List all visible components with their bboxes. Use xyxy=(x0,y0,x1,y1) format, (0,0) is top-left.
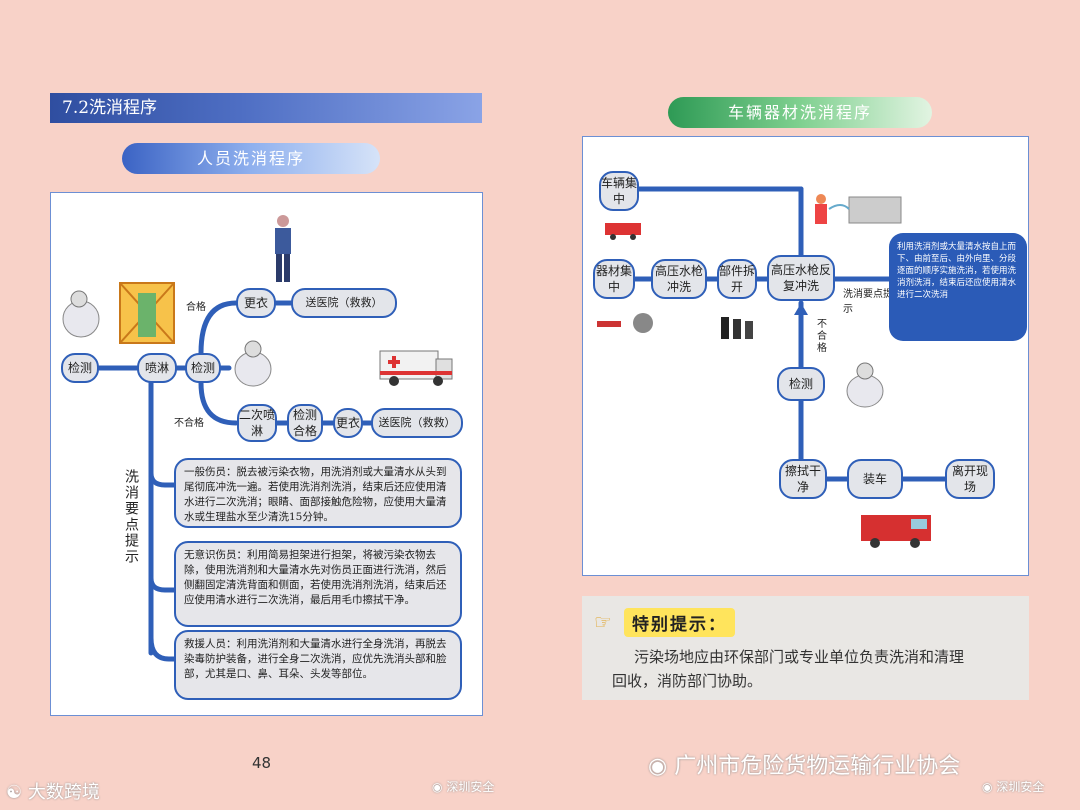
node-detect-pass: 检测合格 xyxy=(287,404,323,442)
personnel-subtitle: 人员洗消程序 xyxy=(122,143,380,174)
node-detect-1: 检测 xyxy=(61,353,99,383)
personnel-flow-panel: 检测 喷淋 检测 合格 不合格 更衣 送医院（救救） 二次喷淋 检测合格 更衣 … xyxy=(50,192,483,716)
watermark-logo-icon: ☯ xyxy=(6,782,23,803)
label-tips: 洗消要点提示 xyxy=(843,289,893,315)
watermark-shenzhen-2-text: 深圳安全 xyxy=(996,780,1045,794)
ambulance-icon xyxy=(379,350,453,386)
node-send-hospital-2: 送医院（救救） xyxy=(371,408,463,438)
note-general-injured: 一般伤员：脱去被污染衣物，用洗消剂或大量清水从头到尾彻底冲洗一遍。若使用洗消剂洗… xyxy=(174,458,462,528)
special-tip-box: ☞ 特别提示： 污染场地应由环保部门或专业单位负责洗消和清理 回收，消防部门协助… xyxy=(582,596,1029,700)
note-rescuers: 救援人员：利用洗消剂和大量清水进行全身洗消，再脱去染毒防护装备，进行全身二次洗消… xyxy=(174,630,462,700)
node-load: 装车 xyxy=(847,459,903,499)
watermark-shenzhen-2: ◉ 深圳安全 xyxy=(982,778,1044,795)
watermark-association: ◉ 广州市危险货物运输行业协会 xyxy=(648,748,960,780)
node-detect: 检测 xyxy=(777,367,825,401)
fire-truck-small-icon xyxy=(605,223,641,240)
vehicle-subtitle: 车辆器材洗消程序 xyxy=(668,97,932,128)
node-equipment-gather: 器材集中 xyxy=(593,259,635,299)
watermark-shenzhen-1: ◉ 深圳安全 xyxy=(432,778,494,795)
node-spray: 喷淋 xyxy=(137,353,177,383)
special-tip-text-2: 回收，消防部门协助。 xyxy=(612,672,763,690)
worker-figure-icon xyxy=(275,215,291,282)
node-vehicle-gather: 车辆集中 xyxy=(599,171,639,211)
hand-pointer-icon: ☞ xyxy=(594,610,612,634)
node-change-clothes-1: 更衣 xyxy=(236,288,276,318)
equipment-tools-icon xyxy=(597,313,653,333)
hazmat-worker-icon xyxy=(62,290,100,338)
fire-truck-icon xyxy=(861,515,931,548)
firefighter-washing-icon xyxy=(815,194,902,224)
tips-vertical-label: 洗消要点提示 xyxy=(123,469,139,565)
node-parts-disassemble: 部件拆开 xyxy=(717,259,757,299)
label-pass: 合格 xyxy=(186,302,206,313)
wechat-icon-3: ◉ xyxy=(982,780,993,794)
spray-shower-icon xyxy=(119,282,175,344)
note-unconscious-injured: 无意识伤员：利用简易担架进行担架，将被污染衣物去除，使用洗消剂和大量清水先对伤员… xyxy=(174,541,462,627)
wechat-icon-2: ◉ xyxy=(648,754,668,779)
section-title: 7.2洗消程序 xyxy=(50,93,482,123)
hazmat-inspector-icon xyxy=(846,362,884,408)
vehicle-flow-panel: 车辆集中 器材集中 高压水枪冲洗 部件拆开 高压水枪反复冲洗 检测 擦拭干净 装… xyxy=(582,136,1029,576)
label-fail-right: 不合格 xyxy=(817,319,827,354)
node-leave-site: 离开现场 xyxy=(945,459,995,499)
label-fail: 不合格 xyxy=(174,418,204,429)
watermark-dashu-text: 大数跨境 xyxy=(27,782,100,803)
special-tip-text-1: 污染场地应由环保部门或专业单位负责洗消和清理 xyxy=(634,648,965,666)
watermark-shenzhen-1-text: 深圳安全 xyxy=(446,780,495,794)
special-tip-badge: 特别提示： xyxy=(624,608,735,637)
node-change-clothes-2: 更衣 xyxy=(333,408,363,438)
watermark-dashu: ☯ 大数跨境 xyxy=(6,778,100,804)
hazmat-check-icon xyxy=(234,340,272,387)
node-wipe-clean: 擦拭干净 xyxy=(779,459,827,499)
node-hp-wash: 高压水枪冲洗 xyxy=(651,259,707,299)
page-number: 48 xyxy=(252,754,272,772)
parts-cylinders-icon xyxy=(721,317,753,339)
node-send-hospital-1: 送医院（救救） xyxy=(291,288,397,318)
personnel-flow-lines xyxy=(93,300,374,662)
node-hp-repeat-wash: 高压水枪反复冲洗 xyxy=(767,255,835,301)
tips-bubble: 利用洗消剂或大量清水按自上而下、由前至后、由外向里、分段逐面的顺序实施洗消，若使… xyxy=(889,233,1027,341)
node-detect-2: 检测 xyxy=(185,353,221,383)
vehicle-flow-lines xyxy=(630,186,948,482)
node-second-spray: 二次喷淋 xyxy=(237,404,277,442)
watermark-association-text: 广州市危险货物运输行业协会 xyxy=(674,754,961,779)
wechat-icon-1: ◉ xyxy=(432,780,443,794)
